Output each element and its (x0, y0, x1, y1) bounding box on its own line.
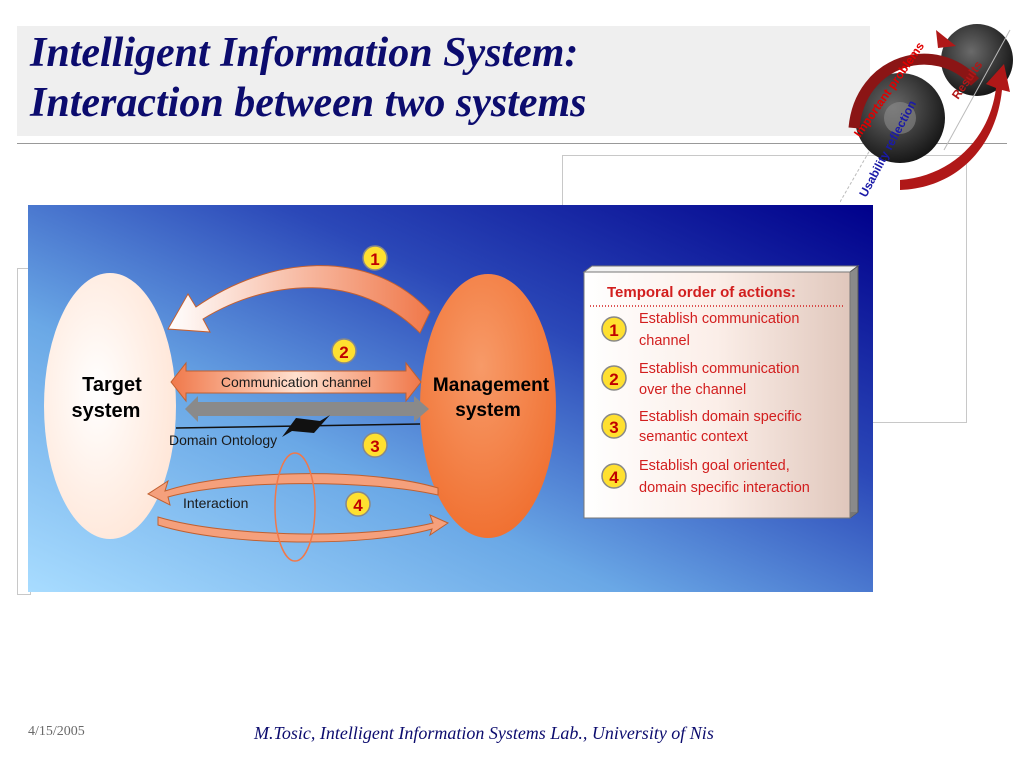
svg-text:1: 1 (609, 321, 618, 340)
title-background (17, 26, 870, 136)
svg-text:2: 2 (609, 370, 618, 389)
section-logo: Important problems Usability reflection … (840, 24, 1013, 203)
svg-text:1: 1 (370, 250, 379, 269)
management-system-ellipse (420, 274, 556, 538)
title-line-1: Intelligent Information System: (30, 30, 579, 76)
step-4-line-2: domain specific interaction (639, 480, 810, 496)
svg-text:3: 3 (609, 418, 618, 437)
establish-channel-arrow (167, 265, 431, 334)
step-2: 2 Establish communication over the chann… (601, 361, 799, 398)
interaction-label: Interaction (183, 495, 248, 511)
footer-credit: M.Tosic, Intelligent Information Systems… (254, 723, 714, 743)
svg-text:4: 4 (353, 496, 363, 515)
interaction-arrow-left (146, 473, 439, 506)
temporal-order-panel: Temporal order of actions: 1 Establish c… (582, 265, 860, 519)
panel-title: Temporal order of actions: (607, 284, 796, 301)
svg-text:3: 3 (370, 437, 379, 456)
interaction-focus-ellipse (274, 452, 316, 562)
interaction-arrow-right (157, 514, 450, 543)
footer-date: 4/15/2005 (28, 724, 85, 739)
interaction-diagram: Communication channel Domain Ontology In… (28, 205, 873, 592)
badge-4: 4 (345, 491, 371, 517)
management-system-label-1: Management (433, 375, 550, 396)
step-4-line-1: Establish goal oriented, (639, 458, 790, 474)
logo-arrow (900, 64, 1010, 190)
lightning-icon (282, 415, 330, 437)
target-system-label-1: Target (82, 374, 142, 396)
management-system-label-2: system (455, 400, 521, 421)
badge-2: 2 (331, 338, 357, 364)
step-3: 3 Establish domain specific semantic con… (601, 409, 802, 445)
communication-channel-label: Communication channel (221, 374, 371, 390)
svg-text:2: 2 (339, 343, 348, 362)
step-2-line-2: over the channel (639, 382, 746, 398)
title-divider (17, 143, 1007, 144)
step-1: 1 Establish communication channel (601, 311, 799, 349)
step-3-line-2: semantic context (639, 429, 748, 445)
communication-channel-arrow (170, 361, 422, 403)
logo-arc-red (848, 53, 980, 129)
svg-text:4: 4 (609, 468, 619, 487)
step-2-line-1: Establish communication (639, 361, 799, 377)
badge-3: 3 (362, 432, 388, 458)
step-3-line-1: Establish domain specific (639, 409, 802, 425)
step-4: 4 Establish goal oriented, domain specif… (601, 458, 810, 496)
badge-1: 1 (362, 245, 388, 271)
target-system-label-2: system (72, 400, 141, 422)
title-line-2: Interaction between two systems (30, 80, 587, 126)
slide-title: Intelligent Information System: Interact… (30, 28, 587, 128)
step-1-line-2: channel (639, 333, 690, 349)
target-system-ellipse (44, 273, 176, 539)
step-1-line-1: Establish communication (639, 311, 799, 327)
domain-ontology-label: Domain Ontology (169, 432, 277, 448)
